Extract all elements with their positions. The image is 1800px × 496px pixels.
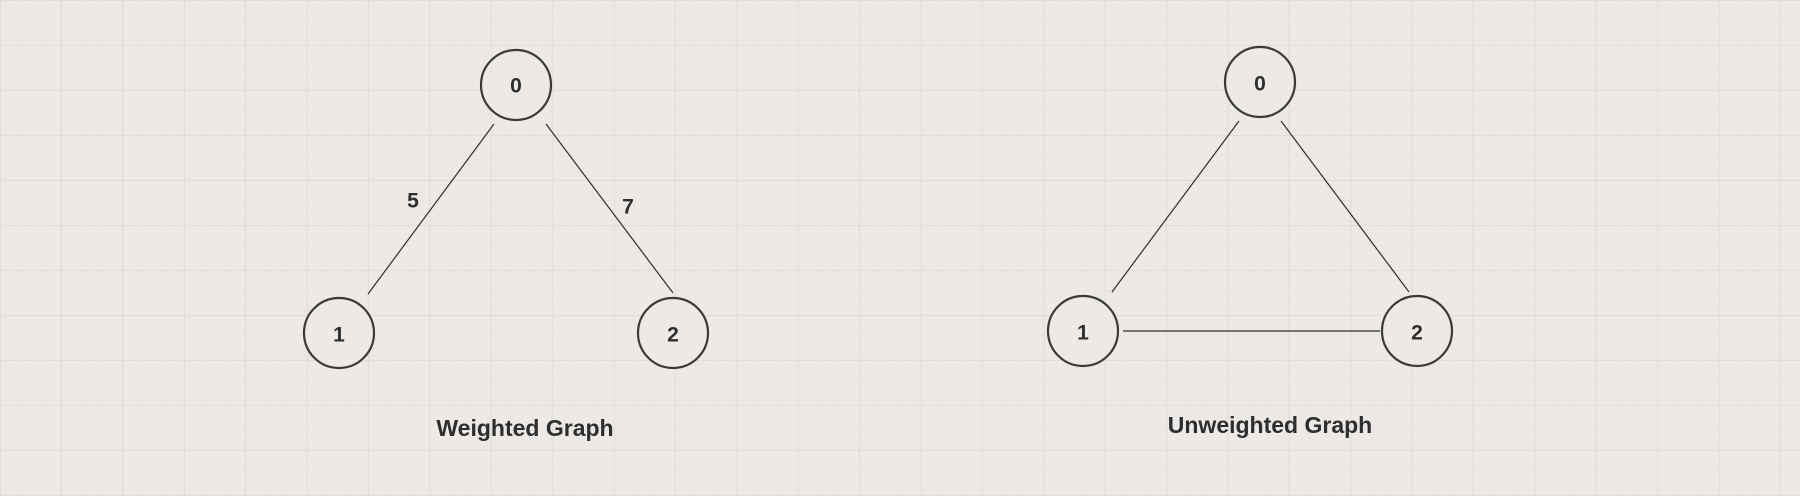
weighted-node-2-label: 2 bbox=[667, 324, 679, 347]
weighted-edge-0-1 bbox=[367, 123, 495, 295]
unweighted-node-2: 2 bbox=[1380, 294, 1454, 368]
unweighted-node-1: 1 bbox=[1046, 294, 1120, 368]
weighted-node-1-label: 1 bbox=[333, 324, 345, 347]
weighted-node-0: 0 bbox=[479, 48, 553, 122]
weighted-node-1: 1 bbox=[302, 296, 376, 370]
weighted-edge-0-2 bbox=[545, 123, 674, 294]
weighted-graph-title: Weighted Graph bbox=[436, 415, 613, 441]
unweighted-node-2-label: 2 bbox=[1411, 322, 1423, 345]
weighted-node-0-label: 0 bbox=[510, 75, 522, 98]
unweighted-node-1-label: 1 bbox=[1077, 322, 1089, 345]
unweighted-edge-0-2 bbox=[1280, 120, 1410, 293]
unweighted-node-0-label: 0 bbox=[1254, 73, 1266, 96]
unweighted-node-0: 0 bbox=[1223, 45, 1297, 119]
unweighted-edge-0-1 bbox=[1111, 120, 1240, 293]
weighted-edge-0-1-weight: 5 bbox=[407, 190, 419, 213]
unweighted-graph-title: Unweighted Graph bbox=[1168, 412, 1372, 438]
weighted-edge-0-2-weight: 7 bbox=[622, 196, 634, 219]
weighted-graph: 5 7 0 1 2 Weighted Graph bbox=[302, 48, 710, 441]
unweighted-graph: 0 1 2 Unweighted Graph bbox=[1046, 45, 1454, 438]
weighted-node-2: 2 bbox=[636, 296, 710, 370]
